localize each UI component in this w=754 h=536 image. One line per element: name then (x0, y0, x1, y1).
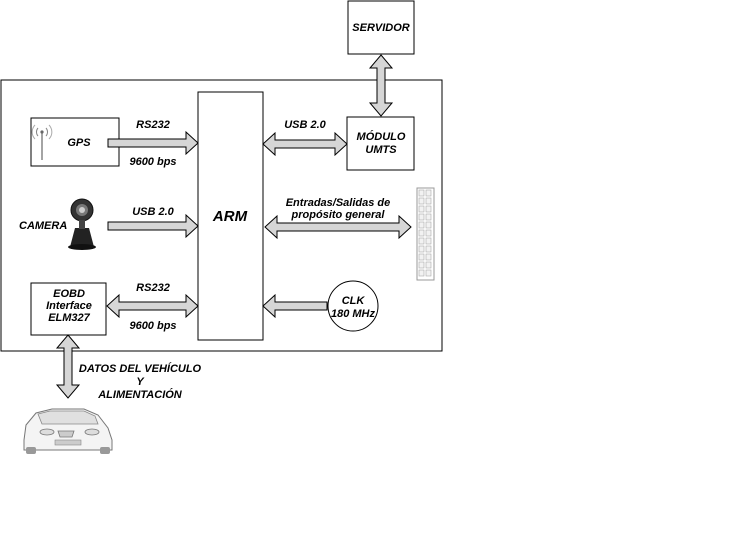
eobd-box (30, 282, 107, 336)
io-label-line2: propósito general (291, 209, 386, 221)
header-pin (418, 205, 425, 213)
gps-label: GPS (67, 137, 91, 149)
servidor-umts-arrow (368, 54, 394, 117)
header-pin (425, 205, 432, 213)
umts-protocol-label: USB 2.0 (284, 119, 326, 131)
io-label-line1: Entradas/Salidas de (286, 197, 391, 209)
header-pin (418, 213, 425, 221)
clk-label-line1: CLK (342, 295, 366, 307)
header-pin (418, 269, 425, 277)
eobd-speed-label: 9600 bps (129, 320, 176, 332)
header-pin (425, 253, 432, 261)
webcam-icon (68, 198, 96, 250)
header-pin (418, 189, 425, 197)
header-pin (425, 237, 432, 245)
eobd-arm-arrow (106, 293, 199, 319)
arm-io-arrow (264, 214, 412, 240)
arm-label: ARM (212, 208, 248, 225)
gps-speed-label: 9600 bps (129, 156, 176, 168)
camera-protocol-label: USB 2.0 (132, 206, 174, 218)
modulo-label-line2: UMTS (365, 144, 397, 156)
antenna-icon (31, 124, 53, 160)
header-pin (425, 261, 432, 269)
header-pin (418, 221, 425, 229)
header-pin (418, 261, 425, 269)
header-pin (425, 269, 432, 277)
header-pin (418, 229, 425, 237)
car-icon (23, 408, 113, 454)
gps-arm-arrow (107, 130, 199, 156)
clk-label-line2: 180 MHz (331, 308, 376, 320)
eobd-label-line2: Interface (46, 300, 92, 312)
eobd-protocol-label: RS232 (136, 282, 170, 294)
eobd-label-line1: EOBD (53, 288, 85, 300)
header-pin (425, 229, 432, 237)
eobd-label-line3: ELM327 (48, 312, 90, 324)
servidor-label: SERVIDOR (352, 22, 410, 34)
header-pin (425, 245, 432, 253)
header-pin (425, 189, 432, 197)
vehicle-label-line2: Y (136, 376, 145, 388)
vehicle-label-line1: DATOS DEL VEHÍCULO (79, 362, 202, 375)
vehicle-label-line3: ALIMENTACIÓN (97, 388, 183, 401)
gps-protocol-label: RS232 (136, 119, 170, 131)
servidor-box (347, 0, 415, 55)
header-pin (418, 237, 425, 245)
pin-header-icon (416, 187, 435, 281)
camera-arm-arrow (107, 213, 199, 239)
header-pin (418, 245, 425, 253)
header-pin (418, 253, 425, 261)
clk-arm-arrow (262, 293, 328, 319)
header-pin (425, 213, 432, 221)
header-pin (425, 197, 432, 205)
clk-circle (327, 280, 379, 332)
header-pin (425, 221, 432, 229)
arm-box (197, 91, 264, 341)
eobd-vehicle-arrow (55, 334, 81, 399)
header-pin (418, 197, 425, 205)
modulo-label-line1: MÓDULO (357, 130, 406, 143)
camera-label: CAMERA (19, 220, 67, 232)
modulo-umts-box (346, 116, 415, 171)
